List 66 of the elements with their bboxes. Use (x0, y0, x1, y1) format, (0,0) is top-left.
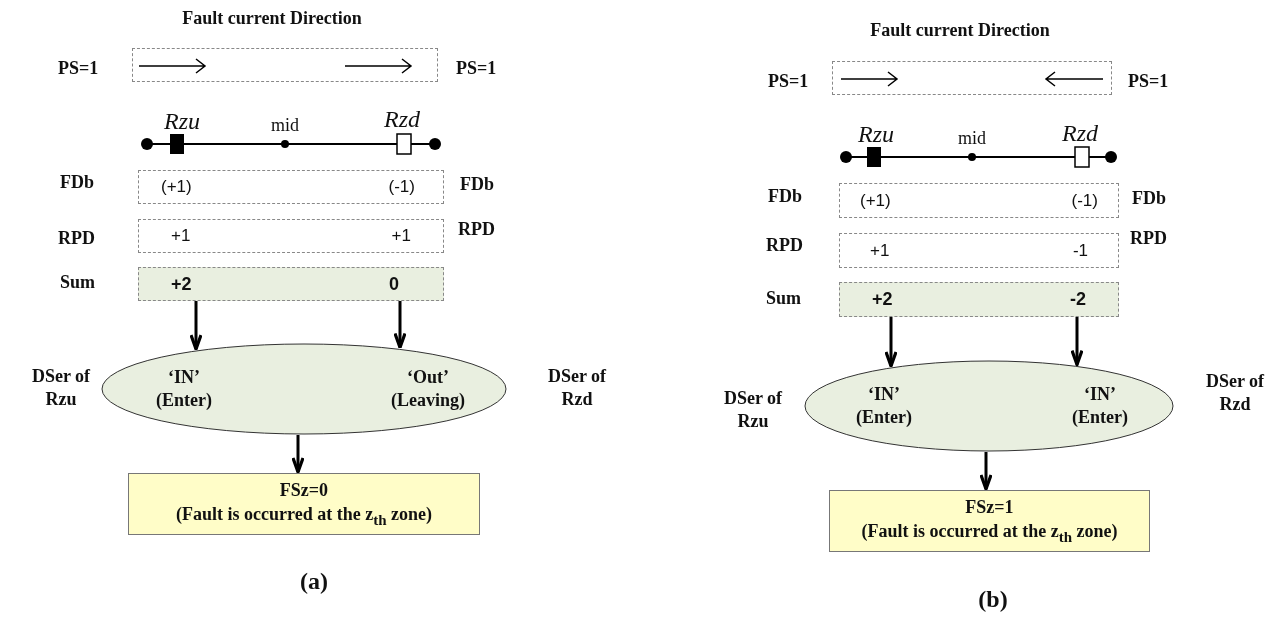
state-label: ‘IN’ (Enter) (1072, 382, 1128, 429)
arrow (884, 317, 898, 368)
row-label: Sum (60, 272, 95, 293)
state-label: ‘IN’ (Enter) (856, 382, 912, 429)
row-label: RPD (1130, 228, 1167, 249)
dashed-frame (132, 48, 438, 82)
sum-value: 0 (389, 273, 399, 295)
row-label: PS=1 (1128, 71, 1169, 92)
row-label: RPD (766, 235, 803, 256)
row-label: Sum (766, 288, 801, 309)
sum-row-box (839, 282, 1119, 317)
cell-value: (-1) (388, 177, 415, 197)
relay-label: DSer of Rzd (546, 365, 608, 412)
value-row-box (839, 233, 1119, 268)
dashed-frame (832, 61, 1112, 95)
row-label: FDb (60, 172, 94, 193)
row-label: FDb (768, 186, 802, 207)
row-label: FDb (1132, 188, 1166, 209)
sum-value: +2 (171, 273, 192, 295)
relay-label: DSer of Rzd (1204, 370, 1266, 417)
relay-name: Rzd (384, 106, 420, 133)
panel-title: Fault current Direction (870, 20, 1050, 41)
sum-value: -2 (1070, 289, 1086, 310)
value-row-box (138, 219, 444, 253)
cell-value: (+1) (860, 190, 891, 211)
panel-caption: (a) (300, 568, 328, 595)
arrow (1070, 317, 1084, 367)
panel-title: Fault current Direction (182, 8, 362, 29)
sum-value: +2 (872, 289, 893, 310)
result-text: FSz=1 (965, 495, 1014, 519)
value-row-box (138, 170, 444, 204)
panel-caption: (b) (978, 586, 1008, 613)
arrow (189, 301, 203, 351)
state-label: ‘Out’ (Leaving) (391, 365, 465, 412)
cell-value: +1 (391, 226, 411, 246)
row-label: PS=1 (768, 71, 809, 92)
row-label: PS=1 (456, 58, 497, 79)
state-ellipse (101, 343, 507, 435)
arrow (291, 435, 305, 474)
sum-row-box (138, 267, 444, 301)
result-text: FSz=0 (279, 478, 329, 502)
relay-name: Rzu (858, 121, 894, 148)
relay-name: Rzu (164, 108, 200, 135)
relay-label: DSer of Rzu (722, 387, 784, 434)
result-text: (Fault is occurred at the z$_{th}$ zone) (176, 503, 432, 530)
cell-value: (-1) (1071, 190, 1098, 211)
relay-label: DSer of Rzu (30, 365, 92, 412)
result-box (128, 473, 480, 535)
result-box (829, 490, 1150, 552)
row-label: RPD (58, 228, 95, 249)
row-label: RPD (458, 219, 495, 240)
midpoint-label: mid (271, 115, 299, 136)
state-label: ‘IN’ (Enter) (156, 365, 212, 412)
arrow (979, 452, 993, 491)
row-label: FDb (460, 174, 494, 195)
state-ellipse (804, 360, 1174, 452)
midpoint-label: mid (958, 128, 986, 149)
cell-value: +1 (870, 240, 890, 261)
result-text: (Fault is occurred at the z$_{th}$ zone) (861, 520, 1118, 547)
arrow (393, 301, 407, 350)
cell-value: +1 (171, 226, 191, 246)
value-row-box (839, 183, 1119, 218)
row-label: PS=1 (58, 58, 99, 79)
cell-value: (+1) (161, 177, 192, 197)
cell-value: -1 (1072, 240, 1088, 261)
relay-name: Rzd (1062, 120, 1098, 147)
